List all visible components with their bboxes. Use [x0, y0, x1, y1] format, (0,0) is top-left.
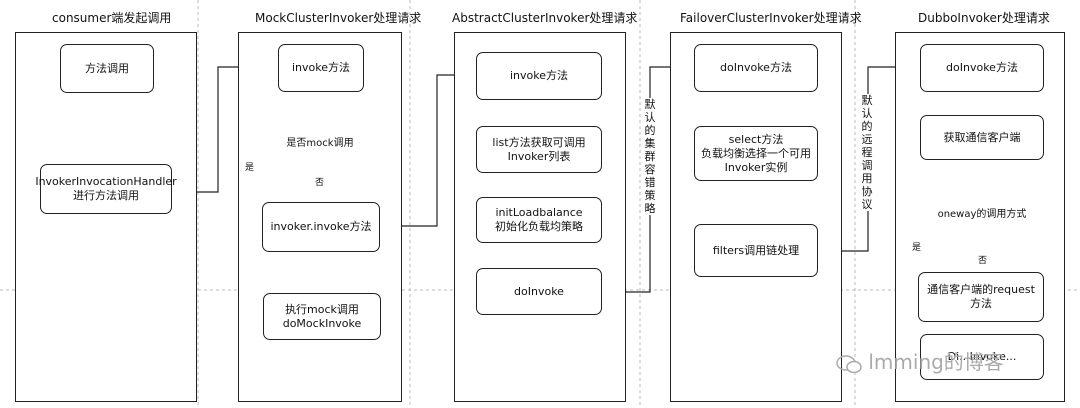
decision-oneway-label: oneway的调用方式 [937, 209, 1027, 220]
column-title-dubbo-invoker: DubboInvoker处理请求 [918, 11, 1050, 25]
label-default-cluster-strategy: 默认的集群容错策略 [643, 98, 657, 215]
lane-failover-cluster-invoker [670, 32, 842, 402]
node-select-method: select方法 负载均衡选择一个可用 Invoker实例 [694, 126, 818, 181]
node-invoker-invoke: invoker.invoke方法 [262, 202, 380, 252]
node-do-mock-invoke: 执行mock调用 doMockInvoke [263, 293, 381, 340]
node-request-method: 通信客户端的request方法 [918, 272, 1044, 322]
node-invocation-handler: InvokerInvocationHandler 进行方法调用 [35, 164, 177, 214]
label-yes-2: 是 [912, 243, 922, 253]
label-no-2: 否 [978, 256, 988, 266]
label-no: 否 [315, 178, 325, 188]
node-failover-doinvoke: doInvoke方法 [694, 44, 818, 92]
node-get-client: 获取通信客户端 [920, 115, 1044, 160]
node-abs-invoke: invoke方法 [476, 52, 602, 100]
node-abs-doinvoke: doInvoke [476, 268, 602, 315]
column-title-mock-cluster-invoker: MockClusterInvoker处理请求 [255, 11, 422, 25]
node-method-call: 方法调用 [60, 44, 154, 93]
label-default-remote-protocol: 默认的远程调用协议 [860, 94, 874, 211]
column-title-consumer: consumer端发起调用 [52, 11, 172, 25]
decision-is-mock-label: 是否mock调用 [286, 138, 354, 149]
node-dubbo-doinvoke: doInvoke方法 [920, 44, 1044, 92]
node-list-method: list方法获取可调用 Invoker列表 [476, 126, 602, 173]
watermark-text: lmming的博客 [868, 350, 1004, 374]
node-last-partial: Di...Invoke... [920, 334, 1044, 380]
wechat-icon [836, 354, 862, 374]
column-title-failover-cluster-invoker: FailoverClusterInvoker处理请求 [680, 11, 862, 25]
label-yes: 是 [245, 163, 255, 173]
node-init-loadbalance: initLoadbalance 初始化负载均策略 [476, 197, 602, 243]
lane-consumer [15, 32, 197, 402]
edge-invoker-to-abs [380, 70, 472, 227]
column-title-abstract-cluster-invoker: AbstractClusterInvoker处理请求 [452, 11, 638, 25]
node-filters: filters调用链处理 [694, 224, 818, 277]
watermark: lmming的博客 [836, 346, 1004, 375]
node-mock-invoke: invoke方法 [278, 44, 364, 92]
